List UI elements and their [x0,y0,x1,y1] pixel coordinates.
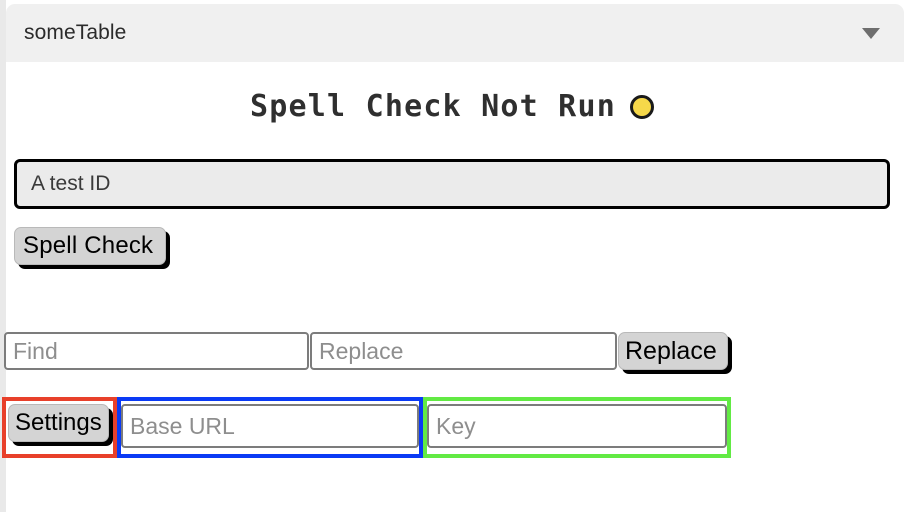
page-gutter [0,0,6,512]
record-id-input[interactable] [14,159,890,209]
replace-button[interactable]: Replace [618,332,728,370]
key-highlight-box [423,397,731,458]
status-row: Spell Check Not Run [0,82,904,130]
status-light-icon [629,95,654,119]
settings-button[interactable]: Settings [8,404,109,442]
spell-check-button-label: Spell Check [23,232,154,259]
settings-highlight-box [2,397,117,458]
replace-button-label: Replace [625,336,717,365]
find-input[interactable] [4,332,309,370]
base-url-input[interactable] [121,404,419,448]
table-select-value: someTable [24,21,127,44]
settings-button-label: Settings [15,409,102,436]
status-title: Spell Check Not Run [250,88,616,124]
chevron-down-icon[interactable] [862,27,880,39]
table-select-dropdown[interactable]: someTable [6,4,904,62]
base-url-highlight-box [117,397,423,458]
spell-check-button[interactable]: Spell Check [14,227,166,265]
replace-input[interactable] [310,332,617,370]
key-input[interactable] [427,404,727,448]
